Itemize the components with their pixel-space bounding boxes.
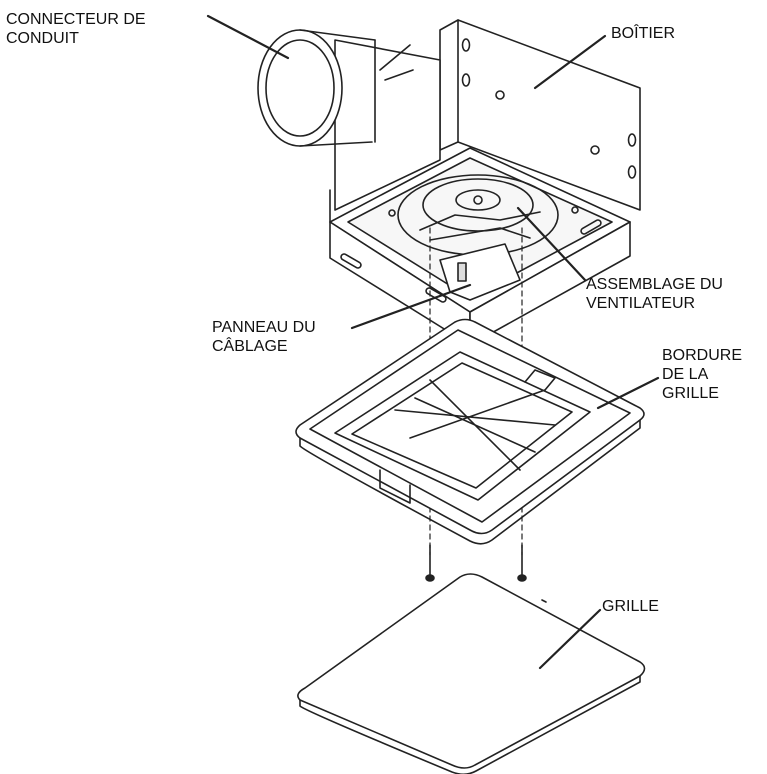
fan-assembly [397,174,559,283]
duct-connector [257,29,441,211]
housing-box [329,19,641,346]
grille-frame [295,318,645,545]
label-line: BORDURE [662,347,743,364]
label-housing: BOÎTIER [611,24,675,43]
label-grille-frame: BORDURE DE LA GRILLE [662,346,742,403]
label-duct-connector: CONNECTEUR DE CONDUIT [6,10,146,48]
wiring-panel [439,243,521,301]
label-grille: GRILLE [602,597,659,616]
label-line: CONDUIT [6,30,79,47]
label-line: CONNECTEUR DE [6,11,146,28]
label-fan-assembly: ASSEMBLAGE DU VENTILATEUR [586,275,723,313]
label-wiring-panel: PANNEAU DU CÂBLAGE [212,318,316,356]
label-line: VENTILATEUR [586,295,696,312]
label-line: GRILLE [662,385,719,402]
label-line: ASSEMBLAGE DU [586,276,723,293]
label-line: CÂBLAGE [212,338,288,355]
screws [425,544,527,582]
label-line: BOÎTIER [611,25,676,42]
label-line: PANNEAU DU [212,319,316,336]
label-line: GRILLE [602,598,659,615]
grille-cover [297,573,646,774]
leader-lines [206,14,660,670]
label-line: DE LA [662,366,709,383]
